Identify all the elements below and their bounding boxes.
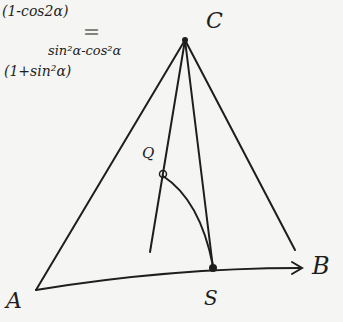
formula-text: (1+sin²α) (4, 64, 71, 78)
side-cb (185, 40, 295, 250)
point-label: B (312, 254, 330, 278)
point-label: S (204, 288, 218, 308)
curve-qs (163, 176, 213, 266)
equals-mark: || (86, 28, 98, 36)
arrow-head (292, 262, 302, 274)
line-c-down (150, 40, 185, 252)
formula-text: sin²α-cos²α (48, 44, 121, 57)
formula-text: (1-cos2α) (2, 4, 68, 18)
point-c (182, 37, 188, 43)
point-label: A (6, 290, 22, 312)
point-label: C (206, 10, 223, 32)
point-label: Q (142, 146, 154, 161)
line-cs (185, 40, 213, 268)
point-s (209, 264, 217, 272)
point-q (160, 171, 167, 178)
base-line (36, 268, 300, 290)
